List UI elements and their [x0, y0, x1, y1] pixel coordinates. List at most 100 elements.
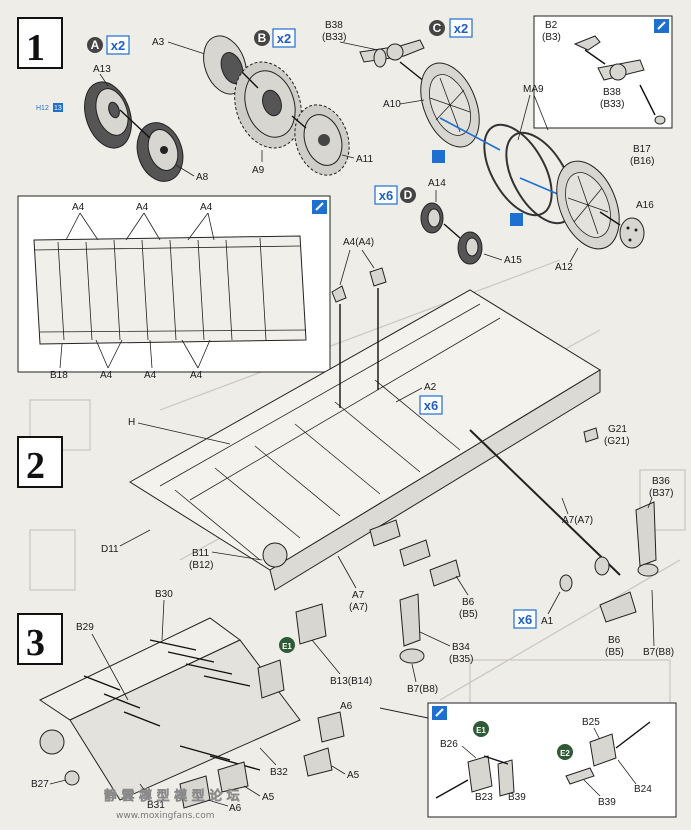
label-inset-a4-b2: A4: [144, 370, 157, 381]
label-a15: A15: [504, 255, 522, 266]
sub-c-qty: x2: [454, 21, 468, 36]
step-2-box: [17, 436, 63, 488]
bracket-a6-bottom: [179, 775, 211, 809]
bracket-a4-left: [331, 285, 347, 303]
label-a9: A9: [252, 165, 265, 176]
hull-lower: [129, 289, 601, 591]
label-b32: B32: [270, 767, 288, 778]
label-b6-left: B6: [462, 597, 475, 608]
arms-b6-row: [369, 519, 461, 587]
hull-rear-plate: [38, 617, 301, 801]
label-a3: A3: [152, 37, 165, 48]
label-a4a4: A4(A4): [343, 237, 374, 248]
step-2: 2: [17, 436, 63, 488]
label-b34: B34: [452, 642, 470, 653]
track-ring-ma9-a: [483, 123, 553, 217]
label-b39-left: B39: [508, 792, 526, 803]
label-b12: (B12): [189, 560, 213, 571]
sub-a-letter: A: [91, 38, 100, 52]
step-1-number: 1: [26, 27, 45, 69]
label-b7b8-right: B7(B8): [643, 647, 674, 658]
pin-b17: [654, 115, 666, 125]
hub-a3: [203, 35, 247, 95]
bracket-a4-right: [369, 267, 387, 287]
step-1-box: [17, 17, 63, 69]
label-inset-a4-b1: A4: [100, 370, 113, 381]
qty-badge-a2: x6: [419, 395, 443, 415]
label-b11: B11: [192, 548, 209, 559]
label-b33-top: (B33): [322, 32, 346, 43]
label-b23: B23: [475, 792, 493, 803]
label-inset-a4-t2: A4: [136, 202, 149, 213]
label-b6-right: B6: [608, 635, 621, 646]
bracket-a5-right: [303, 747, 333, 777]
arrow-a14-a15: [443, 223, 461, 239]
qty-badge-a1: x6: [513, 609, 537, 629]
label-b31: B31: [147, 800, 165, 811]
label-g21b: (G21): [604, 436, 630, 447]
label-a5-right: A5: [347, 770, 360, 781]
label-a8: A8: [196, 172, 209, 183]
arrow-b2: [584, 49, 606, 65]
watermark: 静 雲 模 型 模 型 论 坛 www.moxingfans.com: [104, 788, 240, 821]
label-h13: 13: [54, 105, 62, 112]
label-a11: A11: [356, 154, 373, 165]
sprocket-a11: [294, 104, 350, 176]
label-b29: B29: [76, 622, 94, 633]
suspension-arm-b36: [635, 501, 659, 577]
step1-detail-box: B2 (B3) B38 (B33): [533, 15, 673, 129]
arrow-b26: [483, 755, 509, 765]
glue-icon-a10: [432, 150, 445, 163]
watermark-title: 静 雲 模 型 模 型 论 坛: [104, 788, 240, 804]
label-e1-detail: E1: [476, 726, 486, 735]
watermark-url: www.moxingfans.com: [116, 811, 215, 821]
label-b26: B26: [440, 739, 458, 750]
arrow-a13-a8: [119, 109, 151, 139]
step-2-number: 2: [26, 445, 45, 487]
label-b13b14: B13(B14): [330, 676, 372, 687]
label-a7: A7: [352, 590, 365, 601]
sub-a-qty: x2: [111, 38, 125, 53]
subassembly-a-badge: A x2: [87, 35, 130, 55]
label-a6-top: A6: [340, 701, 353, 712]
idler-wheel-a12: [556, 160, 620, 250]
arrow-a16: [599, 211, 621, 226]
blue-arrow-a12: [519, 177, 561, 196]
label-a6-bottom: A6: [229, 803, 242, 814]
blue-arrow-a10: [439, 117, 501, 151]
part-e1-step3: E1: [257, 637, 295, 699]
label-a12: A12: [555, 262, 573, 273]
label-b16: (B16): [630, 156, 654, 167]
label-b37: (B37): [649, 488, 673, 499]
label-h12: H12: [36, 105, 49, 112]
subassembly-d-badge: x6 D: [374, 185, 416, 205]
label-b38-top: B38: [325, 20, 343, 31]
return-roller-a15: [457, 231, 483, 265]
label-inset-a4-t1: A4: [72, 202, 85, 213]
label-b33-box: (B33): [600, 99, 624, 110]
label-a10: A10: [383, 99, 401, 110]
label-b39-right: B39: [598, 797, 616, 808]
label-b30: B30: [155, 589, 173, 600]
idler-wheel-a10: [420, 62, 480, 148]
sub-c-letter: C: [433, 21, 442, 35]
label-g21: G21: [608, 424, 627, 435]
hull-bottom-inset: A4 A4 A4 A4 A4 A4 B18: [17, 195, 331, 381]
detail-box-e1-e2: E1 E2 B26 B23 B39 B25 B24 B39: [379, 702, 677, 818]
label-a7a7-right: A7(A7): [562, 515, 593, 526]
label-b5-right: (B5): [605, 647, 624, 658]
torsion-bar-a1: [469, 429, 621, 592]
sub-b-letter: B: [258, 31, 267, 45]
label-b38-box: B38: [603, 87, 621, 98]
label-d11: D11: [101, 544, 119, 555]
label-b17: B17: [633, 144, 651, 155]
step3-arrows: [83, 639, 261, 771]
glue-icon-a12: [510, 213, 523, 226]
road-wheel-a13: [84, 81, 132, 149]
part-b13: [295, 603, 327, 645]
label-b35: (B35): [449, 654, 473, 665]
part-g21: [583, 427, 599, 443]
step-3: 3: [17, 613, 63, 665]
step-3-box: [17, 613, 63, 665]
